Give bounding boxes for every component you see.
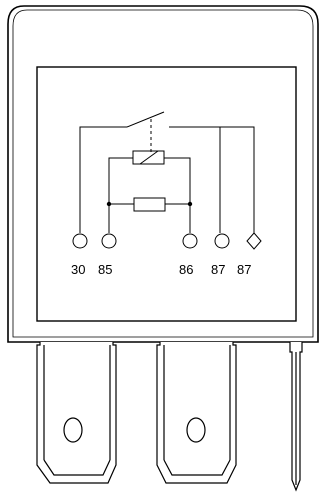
pin-terminals xyxy=(72,232,262,250)
pin-87-terminal xyxy=(214,233,230,249)
pin-label-86: 86 xyxy=(179,262,193,277)
spade-terminal-middle xyxy=(156,342,237,484)
pin-30-terminal xyxy=(72,233,88,249)
pin-blade-right xyxy=(289,342,303,492)
pin-label-87b: 87 xyxy=(237,262,251,277)
spade-hole xyxy=(186,417,206,443)
spade-terminal-left xyxy=(36,342,117,484)
pin-86-terminal xyxy=(182,233,198,249)
junction-dot xyxy=(106,201,112,207)
pin-87-terminal-b xyxy=(246,232,262,250)
switch-contact xyxy=(79,111,255,233)
pin-label-87: 87 xyxy=(211,262,225,277)
relay-housing xyxy=(7,5,319,343)
coil-circuit xyxy=(108,150,191,233)
pin-85-terminal xyxy=(101,233,117,249)
pin-label-30: 30 xyxy=(71,262,85,277)
pin-label-85: 85 xyxy=(98,262,112,277)
schematic-panel xyxy=(36,66,297,322)
spade-hole xyxy=(63,417,83,443)
junction-dot xyxy=(187,201,193,207)
housing-inner-outline xyxy=(12,9,314,338)
